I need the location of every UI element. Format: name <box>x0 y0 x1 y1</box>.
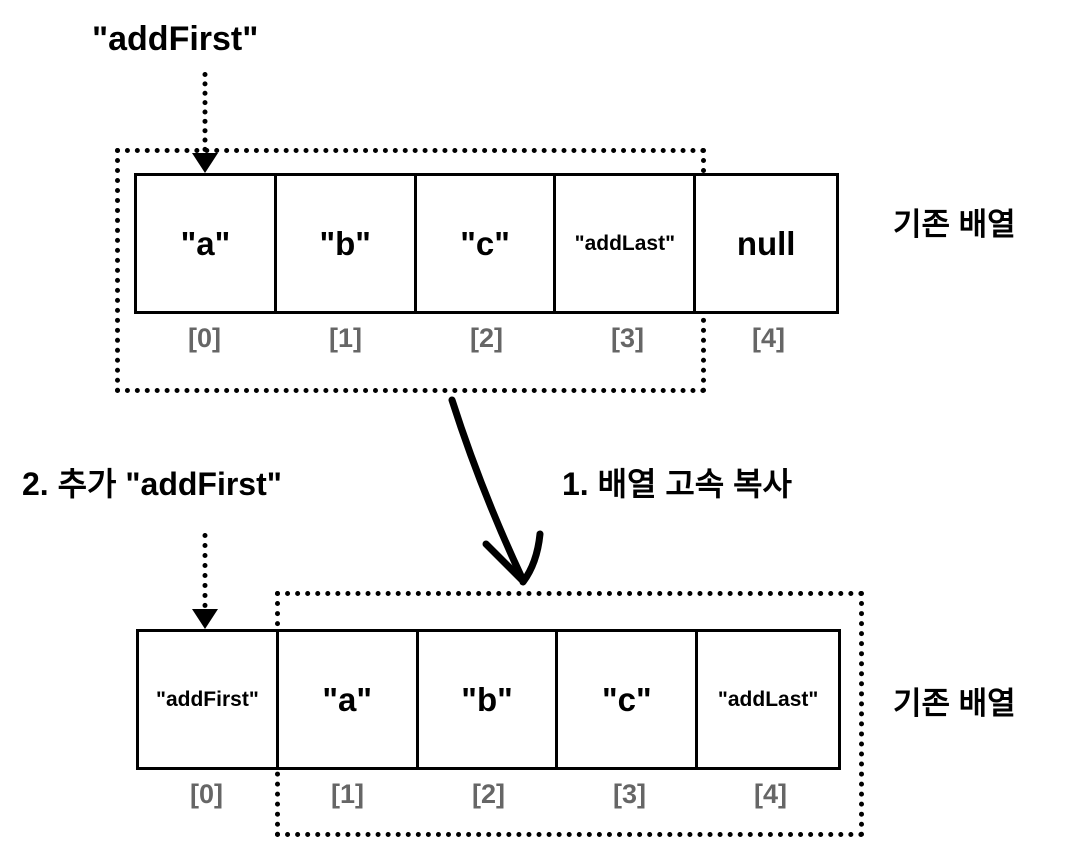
bottom-pointer-arrowhead <box>192 609 218 629</box>
bottom-array-cell-0: "addFirst" <box>139 632 279 767</box>
top-pointer-arrowhead <box>192 153 218 173</box>
bottom-index-1: [1] <box>331 778 364 809</box>
bottom-array-cell-4: "addLast" <box>717 687 819 711</box>
step1-label: 1. 배열 고속 복사 <box>562 466 792 502</box>
bottom-pointer-stem <box>202 533 208 608</box>
top-pointer-stem <box>202 72 208 152</box>
top-array-cell-2: "c" <box>417 176 557 311</box>
copy-arrow-icon <box>448 396 544 586</box>
top-index-2: [2] <box>470 322 503 353</box>
top-caption-addfirst: "addFirst" <box>92 20 259 58</box>
top-index-3: [3] <box>611 322 644 353</box>
top-index-1: [1] <box>329 322 362 353</box>
bottom-array: "addFirst" "a" "b" "c" "addLast" <box>136 629 841 770</box>
top-index-0: [0] <box>188 322 221 353</box>
bottom-index-row: [0] [1] [2] [3] [4] <box>136 776 841 812</box>
bottom-array-cell-1: "a" <box>279 632 419 767</box>
bottom-array-cell-2: "b" <box>419 632 559 767</box>
bottom-pointer-arrow <box>190 533 220 629</box>
bottom-index-3: [3] <box>613 778 646 809</box>
top-array-cell-3: "addLast" <box>556 176 697 311</box>
bottom-index-2: [2] <box>472 778 505 809</box>
bottom-index-4: [4] <box>754 778 787 809</box>
top-array-cell-1: "b" <box>277 176 417 311</box>
bottom-index-0: [0] <box>190 778 223 809</box>
bottom-array-side-label: 기존 배열 <box>893 686 1016 721</box>
step2-label: 2. 추가 "addFirst" <box>22 466 282 502</box>
top-pointer-arrow <box>190 72 220 173</box>
top-index-4: [4] <box>752 322 785 353</box>
top-array-side-label: 기존 배열 <box>893 207 1016 242</box>
top-array-cell-0: "a" <box>137 176 277 311</box>
bottom-array-cell-3: "c" <box>558 632 699 767</box>
top-index-row: [0] [1] [2] [3] [4] <box>134 320 839 356</box>
top-array-cell-4: null <box>736 224 796 262</box>
top-array: "a" "b" "c" "addLast" null <box>134 173 839 314</box>
